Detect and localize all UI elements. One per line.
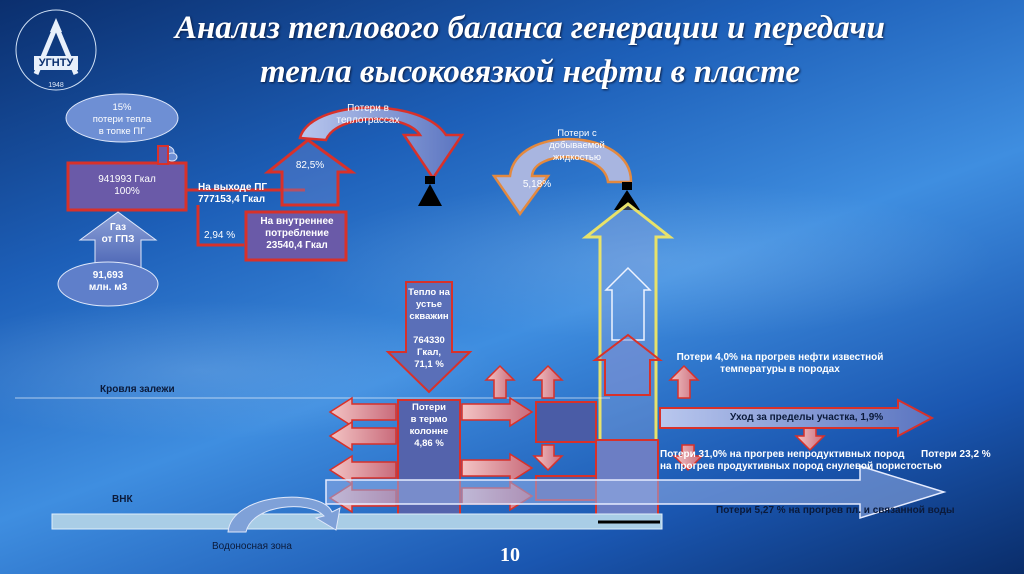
pct-82-5-label: 82,5% [295,160,325,171]
bottom-lateral-arrow [325,464,947,520]
internal-pct-label: 2,94 % [204,230,236,241]
aquifer-label: Водоносная зона [212,541,292,552]
title-line-2: тепла высоковязкой нефти в пласте [260,54,800,90]
thermo-column-label: Потери в термо колонне 4,86 % [409,402,449,449]
internal-use-box [244,210,348,262]
input-energy-label: 941993 Гкал 100% [98,174,156,197]
pg-output-label: На выходе ПГ 777153,4 Гкал [198,182,268,205]
internal-use-connector [196,205,244,247]
pct-5-18-label: 5,18% [522,179,552,190]
production-red-arrow [592,333,663,396]
input-energy-box [66,161,188,212]
loss-rocks-label: Потери 4,0% на прогрев нефти известной т… [676,352,884,375]
furnace-chimney [157,145,169,165]
vnk-label: ВНК [112,494,133,505]
page-number: 10 [500,544,520,566]
pipeline-loss-label: Потери в теплотрассах [336,103,400,126]
university-logo: УГНТУ 1948 [6,4,106,100]
furnace-loss-label: 15% потери тепла в топке ПГ [92,102,152,137]
roof-label: Кровля залежи [100,384,175,395]
outflow-arrow [659,398,935,438]
outflow-label: Уход за пределы участка, 1,9% [730,412,884,423]
title-line-1: Анализ теплового баланса генерации и пер… [174,10,886,46]
gas-volume-ellipse [57,261,159,307]
wellhead-pump-icon [614,182,640,210]
gas-volume-label: 91,693 млн. м3 [88,270,128,293]
fluid-loss-arrow [491,137,633,217]
wellhead-arrow [385,281,473,394]
loss-31-label: Потери 31,0% на прогрев непродуктивных п… [660,449,905,460]
gas-label: Газ от ГПЗ [101,222,135,245]
wellhead-label: Тепло на устье скважин 764330 Гкал, 71,1… [408,287,450,370]
pump-icon [418,176,442,206]
loss-527-label: Потери 5,27 % на прогрев пл. и связанной… [716,505,955,516]
internal-use-label: На внутреннее потребление 23540,4 Гкал [260,216,334,251]
fluid-loss-label: Потери с добываемой жидкостью [549,128,605,163]
logo-year: 1948 [48,82,64,89]
slide-title: Анализ теплового баланса генерации и пер… [120,6,940,94]
production-inner-arrow [604,266,652,341]
logo-letters: УГНТУ [38,57,74,69]
loss-23-cont-label: на прогрев продуктивных пород снулевой п… [660,461,942,472]
arrow-82-5 [263,138,357,207]
loss-23-label: Потери 23,2 % [921,449,991,460]
vertical-small-arrows [484,364,826,472]
pipeline-loss-arrow [298,106,465,181]
vnk-circulation-arrow [227,496,341,533]
reservoir-box-2 [535,401,597,443]
aquifer-band [51,513,663,530]
gas-input-arrow [78,211,158,271]
